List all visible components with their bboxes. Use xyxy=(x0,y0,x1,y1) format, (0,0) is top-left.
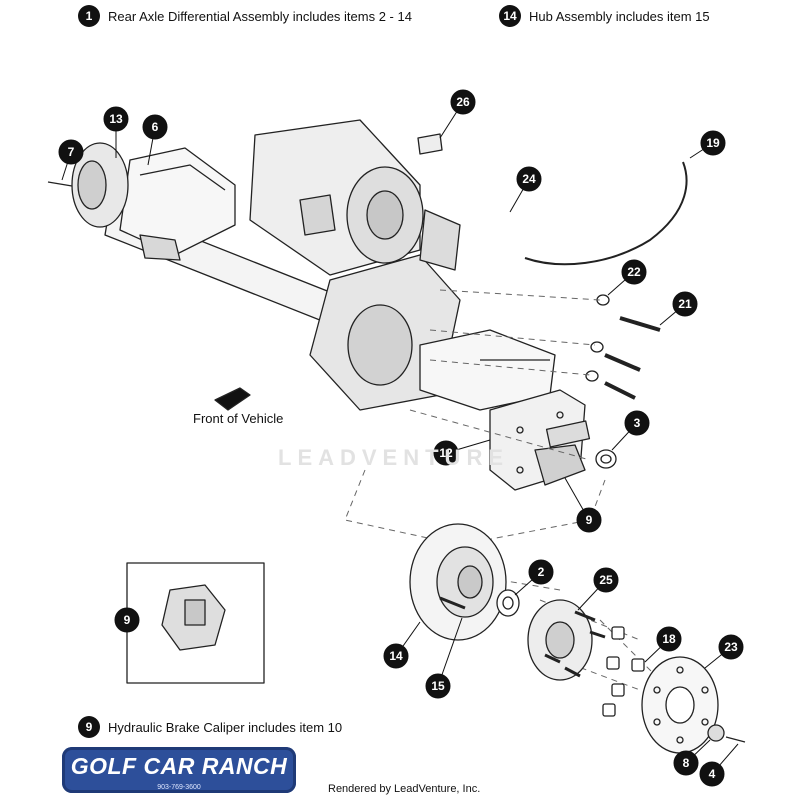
callout-23: 23 xyxy=(704,634,744,669)
callout-24: 24 xyxy=(509,166,542,213)
svg-text:7: 7 xyxy=(68,145,75,159)
svg-text:23: 23 xyxy=(724,640,738,654)
svg-text:18: 18 xyxy=(662,632,676,646)
callout-19: 19 xyxy=(689,130,726,159)
svg-text:21: 21 xyxy=(678,297,692,311)
watermark: LEADVENTURE xyxy=(278,445,510,470)
svg-text:13: 13 xyxy=(109,112,123,126)
note-badge: 9 xyxy=(78,716,100,738)
note-badge: 14 xyxy=(499,5,521,27)
washer xyxy=(595,449,617,469)
svg-text:2: 2 xyxy=(538,565,545,579)
callout-13: 13 xyxy=(103,106,129,158)
note-hub: 14 Hub Assembly includes item 15 xyxy=(499,5,710,27)
note-text: Hydraulic Brake Caliper includes item 10 xyxy=(108,719,343,735)
note-rear-axle: 1 Rear Axle Differential Assembly includ… xyxy=(78,5,412,27)
callout-6: 6 xyxy=(142,114,168,166)
rendered-by-credit: Rendered by LeadVenture, Inc. xyxy=(328,783,481,795)
callout-8: 8 xyxy=(673,739,711,776)
svg-text:9: 9 xyxy=(586,513,593,527)
callout-22: 22 xyxy=(607,259,647,296)
svg-text:19: 19 xyxy=(706,136,720,150)
svg-text:8: 8 xyxy=(683,756,690,770)
bolts xyxy=(604,316,661,400)
callouts: 26 13 6 7 19 24 22 21 3 12 9 2 25 18 23 … xyxy=(58,89,744,787)
callout-2: 2 xyxy=(514,559,554,596)
golf-car-ranch-logo: GOLF CAR RANCH 903-769-3600 xyxy=(62,747,296,793)
svg-text:26: 26 xyxy=(456,95,470,109)
note-text: Hub Assembly includes item 15 xyxy=(529,8,710,24)
svg-text:3: 3 xyxy=(634,416,641,430)
svg-text:6: 6 xyxy=(152,120,159,134)
clip xyxy=(417,133,443,155)
note-caliper: 9 Hydraulic Brake Caliper includes item … xyxy=(78,716,342,738)
callout-21: 21 xyxy=(659,291,698,326)
logo-phone: 903-769-3600 xyxy=(157,784,201,791)
svg-text:22: 22 xyxy=(627,265,641,279)
note-badge: 1 xyxy=(78,5,100,27)
callout-4: 4 xyxy=(699,743,739,787)
castle-nut xyxy=(707,724,725,742)
left-mount-bracket xyxy=(119,147,236,256)
svg-text:14: 14 xyxy=(389,649,403,663)
note-text: Rear Axle Differential Assembly includes… xyxy=(108,8,412,24)
callout-12: 12 xyxy=(433,439,491,466)
callout-9-inset: 9 xyxy=(114,607,140,633)
svg-text:12: 12 xyxy=(439,446,453,460)
front-of-vehicle-label: Front of Vehicle xyxy=(193,411,284,426)
front-arrow-icon xyxy=(214,387,251,411)
callout-14: 14 xyxy=(383,621,421,669)
seal xyxy=(496,589,520,617)
svg-text:25: 25 xyxy=(599,573,613,587)
callout-9: 9 xyxy=(564,477,602,533)
callout-3: 3 xyxy=(611,410,650,451)
callout-25: 25 xyxy=(577,567,619,611)
svg-text:24: 24 xyxy=(522,172,536,186)
svg-text:4: 4 xyxy=(709,767,716,781)
callout-15: 15 xyxy=(425,617,463,699)
svg-text:15: 15 xyxy=(431,679,445,693)
callout-26: 26 xyxy=(439,89,476,139)
callout-7: 7 xyxy=(58,139,84,181)
callout-18: 18 xyxy=(644,626,682,663)
svg-text:9: 9 xyxy=(124,613,131,627)
logo-name: GOLF CAR RANCH xyxy=(70,753,288,779)
brake-cable xyxy=(524,161,688,266)
